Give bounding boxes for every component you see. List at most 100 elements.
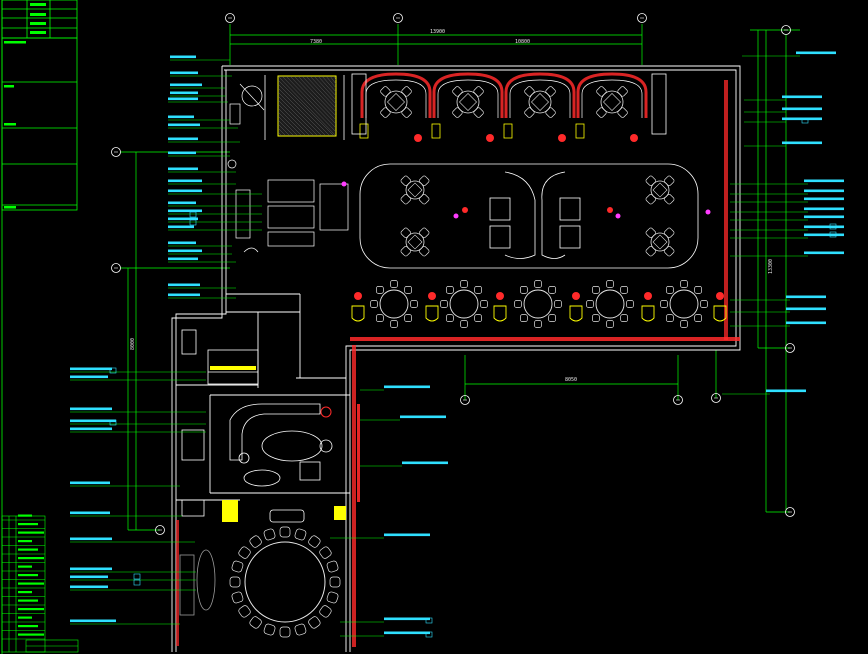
chair [664,194,675,205]
booth-end-panel [651,73,667,135]
round-chair [460,320,468,328]
dim-top-overall: 13900 [430,29,445,35]
banquet-chair [294,528,307,541]
banquet-chair [229,576,241,588]
callout-text [70,619,116,623]
title-block-row-text [18,523,38,526]
table-top [650,180,670,200]
callout-text [782,95,822,99]
axis-bubble [781,25,791,35]
booth-row [351,72,667,142]
round-chair [694,286,702,294]
booth-marker [630,134,638,142]
callout-text [70,575,108,579]
table-inner [652,234,668,250]
chair [400,194,411,205]
banquet-chair [308,535,321,548]
dim-right-vertical: 13300 [768,259,774,274]
callout-tag [109,367,117,374]
stair-hatch-line [277,127,287,137]
callout-text [804,207,844,211]
stair-hatch-line [277,123,291,137]
pillar-marker [716,292,724,300]
table-inner [603,93,621,111]
chair [617,107,628,118]
callout-text [168,283,200,287]
callout-text [170,91,198,95]
callout-tag [133,573,141,580]
title-block-row-text [18,599,38,602]
title-block-row-text [18,565,32,568]
lounge-accents [210,366,346,522]
callout-text [168,167,198,171]
chair [452,107,463,118]
round-chair [446,286,454,294]
callout-text [168,293,200,297]
stair-hatch-line [329,75,337,85]
stair-hatch-line [317,75,337,97]
round-chair [404,286,412,294]
chair [400,246,411,257]
callout-text [804,179,844,183]
booth-end-panel [351,73,367,135]
callout-text [168,123,200,127]
hatched-walls [176,80,740,647]
stair-hatch-line [277,119,295,137]
banquet-chair [263,623,276,636]
four-seat-tables [400,175,675,257]
callout-text [786,307,826,311]
pillar-marker [428,292,436,300]
chair [419,175,430,186]
round-chair [376,286,384,294]
banquet-chair [238,546,251,559]
callout-tag [829,223,837,230]
dim-bottom-middle: 8050 [565,377,577,383]
pillar-base [425,305,439,322]
banquet-chair [326,591,339,604]
round-chair [700,300,708,308]
round-chair [548,286,556,294]
round-chair [606,280,614,288]
table-inner [459,93,477,111]
callout-text [804,225,844,229]
round-chair [480,300,488,308]
callout-text [168,241,196,245]
axis-bubble [111,263,121,273]
chair [473,107,484,118]
title-block-row-text [18,548,38,551]
callout-tag [801,117,809,124]
round-table [379,289,409,319]
table-top [600,90,624,114]
axis-bubble [225,13,235,23]
booth-arch [432,72,504,118]
banquet-chair [294,623,307,636]
callout-tag [189,211,197,218]
axis-bubbles [111,13,795,535]
stair-hatch-line [277,103,311,137]
chair [664,175,675,186]
marker-dot [705,209,711,215]
round-table [523,289,553,319]
callout-tag [109,419,117,426]
title-block-row-text [18,608,44,611]
axis-bubble [673,395,683,405]
round-chair [404,314,412,322]
callout-text [168,225,194,229]
callout-text [786,321,826,325]
round-chair [370,300,378,308]
chair [617,86,628,97]
callout-text [168,97,198,101]
red-marker [462,207,468,213]
table-top [456,90,480,114]
callout-text [402,461,448,465]
callout-text [168,179,202,183]
chair [473,86,484,97]
round-chair [626,300,634,308]
chair [645,194,656,205]
callout-text [804,215,844,219]
chair [645,246,656,257]
callout-tag [133,579,141,586]
callout-text [168,151,196,155]
round-chair [390,280,398,288]
chair [664,227,675,238]
